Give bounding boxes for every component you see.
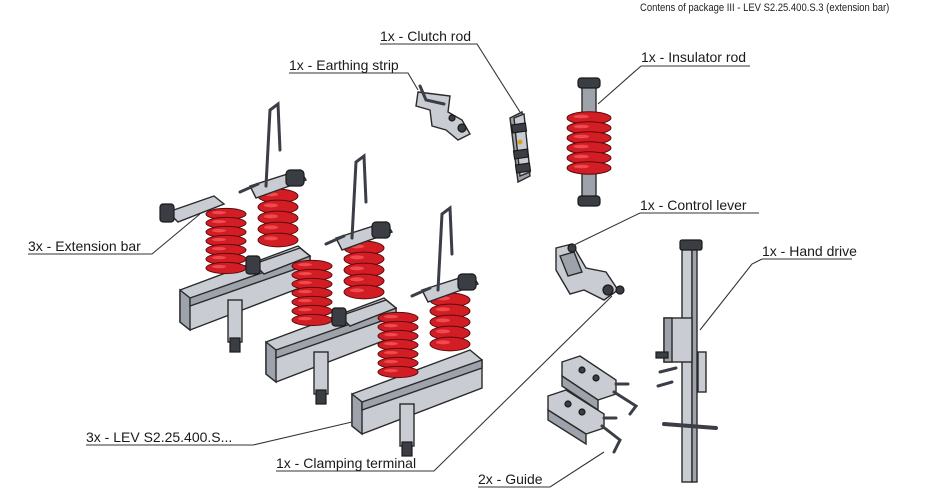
disconnector-units	[159, 101, 483, 457]
label-hand-drive: 1x - Hand drive	[762, 243, 857, 259]
label-control-lever: 1x - Control lever	[640, 197, 747, 213]
insulator-sheds	[291, 259, 333, 327]
label-earthing-strip: 1x - Earthing strip	[289, 57, 399, 73]
lev-unit	[331, 205, 483, 457]
insulator-sheds	[343, 240, 385, 300]
guide-parts	[547, 355, 639, 454]
label-lev-unit: 3x - LEV S2.25.400.S...	[86, 429, 233, 445]
clutch-rod-part	[509, 110, 532, 184]
label-extension-bar: 3x - Extension bar	[28, 238, 141, 254]
label-clamping-terminal: 1x - Clamping terminal	[276, 455, 417, 471]
control-lever-part	[555, 243, 625, 301]
package-header-title: Contens of package III - LEV S2.25.400.S…	[640, 2, 890, 14]
hand-drive-part	[655, 239, 718, 483]
insulator-sheds	[566, 111, 612, 175]
earthing-strip-part	[415, 84, 471, 141]
label-clutch-rod: 1x - Clutch rod	[380, 28, 472, 44]
insulator-sheds	[377, 311, 419, 379]
insulator-sheds	[429, 292, 471, 352]
label-guide: 2x - Guide	[478, 471, 543, 487]
insulator-sheds	[257, 188, 299, 248]
leader-lines	[28, 43, 852, 488]
label-insulator-rod: 1x - Insulator rod	[641, 49, 747, 65]
lev-unit	[245, 153, 397, 405]
insulator-rod-part	[566, 77, 612, 207]
insulator-sheds	[205, 207, 247, 275]
